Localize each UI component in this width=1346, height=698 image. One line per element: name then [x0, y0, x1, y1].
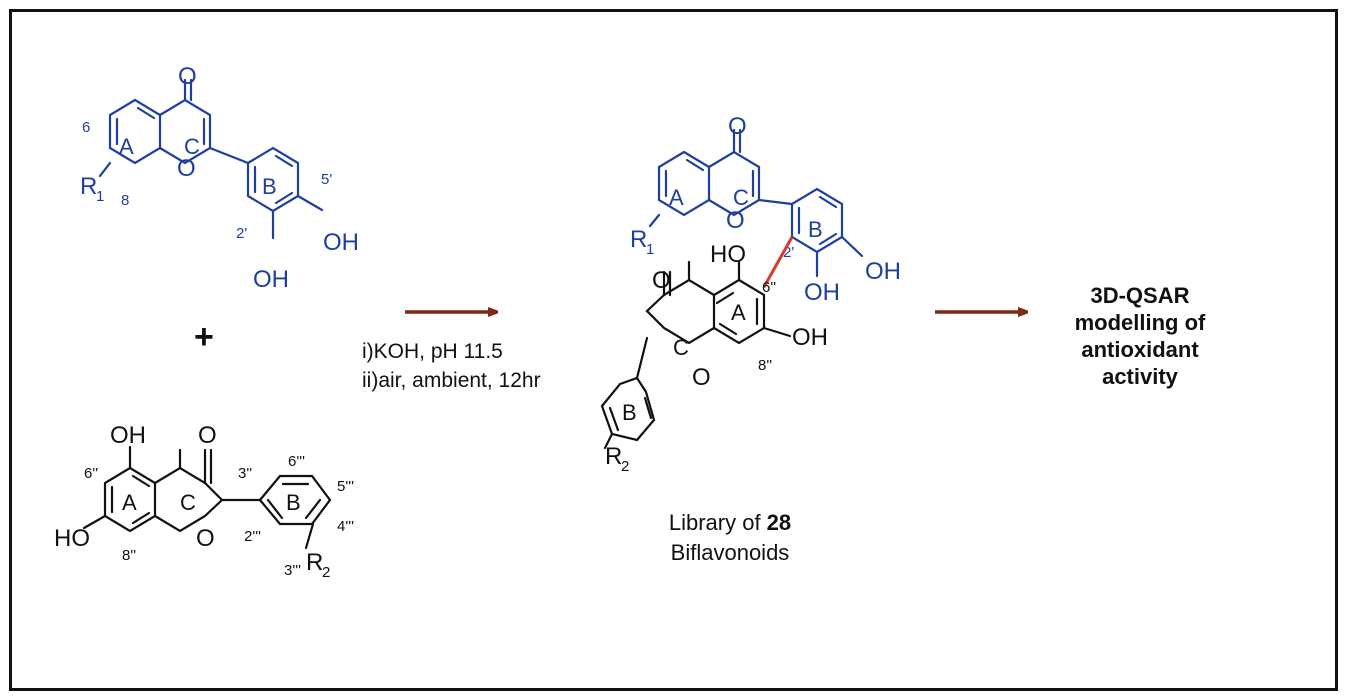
- qsar-line-1: 3D-QSAR: [1090, 283, 1190, 308]
- product-lower-ring-c-label: C: [673, 335, 689, 360]
- position-2p: 2': [236, 225, 247, 242]
- product-hydroxyl-5pp: HO: [710, 241, 746, 268]
- product-hydroxyl-4p: OH: [865, 258, 901, 285]
- product-r1-label: R: [630, 226, 647, 253]
- hydroxyl-7: HO: [54, 525, 90, 552]
- bottom-ring-oxygen: O: [196, 525, 215, 552]
- product-ring-oxygen: O: [726, 207, 745, 234]
- product-ring-b-label: B: [808, 217, 823, 242]
- product-hydroxyl-3p: OH: [804, 279, 840, 306]
- reactant-top-structure: [98, 78, 324, 240]
- figure-frame: [9, 9, 1338, 691]
- qsar-caption: 3D-QSAR modelling of antioxidant activit…: [1040, 282, 1240, 390]
- r1-label: R: [80, 173, 97, 200]
- qsar-line-3: antioxidant: [1081, 337, 1199, 362]
- bottom-ring-a-label: A: [122, 490, 137, 515]
- hydroxyl-3p: OH: [253, 266, 289, 293]
- product-hydroxyl-7pp: OH: [792, 324, 828, 351]
- position-5p: 5': [321, 171, 332, 188]
- library-suffix: Biflavonoids: [670, 540, 790, 565]
- product-ring-a-label: A: [669, 185, 684, 210]
- bottom-ring-b-label: B: [286, 490, 301, 515]
- position-8pp: 8'': [122, 547, 136, 564]
- carbonyl-oxygen: O: [178, 63, 197, 90]
- reaction-conditions: i)KOH, pH 11.5 ii)air, ambient, 12hr: [362, 337, 541, 395]
- position-6pp: 6'': [84, 465, 98, 482]
- position-2ppp: 2''': [244, 528, 261, 545]
- condition-step-1: i)KOH, pH 11.5: [362, 340, 503, 363]
- library-line-1: Library of 28: [610, 508, 850, 538]
- position-3ppp: 3''': [284, 562, 301, 579]
- position-8: 8: [121, 192, 129, 209]
- product-r2-label: R: [605, 443, 622, 470]
- r2-subscript: 2: [322, 564, 330, 581]
- position-5ppp: 5''': [337, 478, 354, 495]
- position-4ppp: 4''': [337, 518, 354, 535]
- product-carbonyl-oxygen: O: [728, 113, 747, 140]
- hydroxyl-5: OH: [110, 422, 146, 449]
- product-lower-labels: HO O O OH R 2 A C B 6'' 8'': [605, 241, 828, 475]
- reactant-bottom-structure: [82, 445, 332, 550]
- library-count: 28: [766, 510, 792, 535]
- reactant-top-labels: O O R 1 OH OH A C B 6 8 5' 2': [80, 63, 359, 293]
- product-lower-structure: [600, 260, 792, 450]
- ring-oxygen: O: [177, 155, 196, 182]
- qsar-line-4: activity: [1102, 364, 1178, 389]
- condition-step-2: ii)air, ambient, 12hr: [362, 369, 541, 392]
- plus-sign: +: [194, 318, 214, 356]
- product-lower-carbonyl-oxygen: O: [652, 267, 671, 294]
- product-lower-ring-a-label: A: [731, 300, 746, 325]
- product-position-2p: 2': [783, 244, 794, 261]
- qsar-line-2: modelling of: [1074, 310, 1206, 335]
- ring-c-label: C: [184, 134, 200, 159]
- product-upper-labels: O O R 1 OH OH A C B 2': [630, 113, 901, 306]
- ring-a-label: A: [119, 134, 134, 159]
- product-r1-subscript: 1: [646, 241, 654, 258]
- position-6: 6: [82, 119, 90, 136]
- hydroxyl-4p: OH: [323, 229, 359, 256]
- product-ring-c-label: C: [733, 185, 749, 210]
- bottom-ring-c-label: C: [180, 490, 196, 515]
- biflavonoid-linkage: [762, 236, 794, 288]
- product-r2-subscript: 2: [621, 458, 629, 475]
- position-3pp: 3'': [238, 465, 252, 482]
- bottom-carbonyl-oxygen: O: [198, 422, 217, 449]
- ring-b-label: B: [262, 174, 277, 199]
- r2-label: R: [306, 549, 323, 576]
- product-lower-ring-oxygen: O: [692, 364, 711, 391]
- library-caption: Library of 28 Biflavonoids: [610, 508, 850, 568]
- library-prefix: Library of: [668, 510, 767, 535]
- reactant-bottom-labels: OH O O HO R 2 A C B 6'' 8'' 3'' 6''' 5''…: [54, 422, 354, 581]
- product-lower-ring-b-label: B: [622, 400, 637, 425]
- r1-subscript: 1: [96, 188, 104, 205]
- product-position-6pp: 6'': [762, 279, 776, 296]
- position-6ppp: 6''': [288, 453, 305, 470]
- product-position-8pp: 8'': [758, 357, 772, 374]
